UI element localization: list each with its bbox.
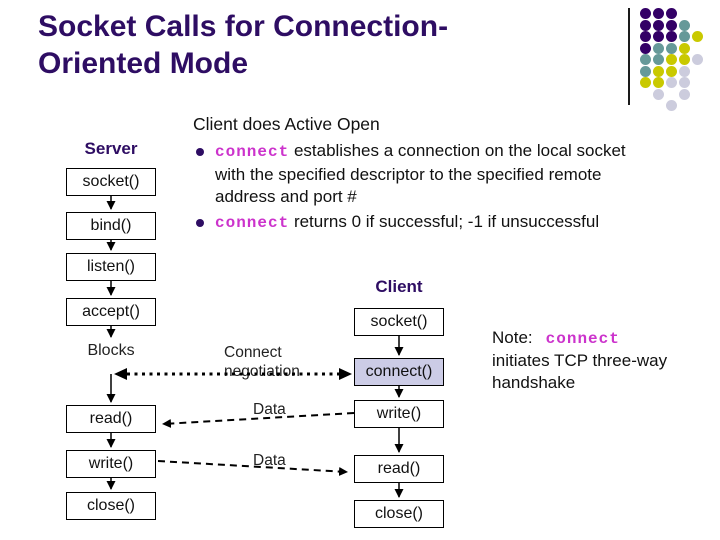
deco-dot: [679, 54, 690, 65]
deco-dot: [666, 8, 677, 19]
deco-dot: [666, 77, 677, 88]
deco-dot: [640, 42, 651, 54]
server-box-close: close(): [66, 492, 156, 520]
bullet-line: establishes a connection on the local so…: [289, 141, 626, 160]
deco-dot: [640, 19, 651, 31]
deco-dot: [666, 31, 677, 42]
server-box-write: write(): [66, 450, 156, 478]
deco-dot: [666, 19, 677, 31]
server-box-listen: listen(): [66, 253, 156, 281]
deco-dot: [679, 65, 690, 77]
deco-dot: [653, 54, 664, 65]
client-column-label: Client: [375, 277, 423, 296]
note-line: initiates TCP three-way: [492, 351, 668, 370]
client-box-connect: connect(): [354, 358, 444, 386]
deco-dot: [653, 8, 664, 19]
deco-dot: [679, 31, 690, 42]
bullet-icon: [196, 148, 204, 156]
deco-dot: [653, 88, 664, 100]
deco-dot: [640, 65, 651, 77]
bullet-text-1: connect establishes a connection on the …: [215, 140, 626, 209]
server-box-bind: bind(): [66, 212, 156, 240]
decoration-vertical-rule: [628, 8, 630, 105]
negotiation-line-1: Connect: [224, 344, 282, 361]
connect-negotiation-label: Connect negotiation: [224, 343, 300, 381]
deco-dot: [679, 42, 690, 54]
deco-dot: [653, 77, 664, 88]
client-box-read: read(): [354, 455, 444, 483]
deco-dot: [679, 88, 690, 100]
deco-dot: [692, 54, 703, 65]
deco-dot: [640, 54, 651, 65]
client-box-write: write(): [354, 400, 444, 428]
title-line-1: Socket Calls for Connection-: [38, 10, 449, 43]
deco-dot: [653, 31, 664, 42]
code-connect: connect: [215, 143, 290, 161]
bullet-line: address and port #: [215, 187, 357, 206]
negotiation-arrowhead-left: [114, 368, 127, 380]
bullet-line: with the specified descriptor to the spe…: [215, 164, 602, 184]
bullet-line: returns 0 if successful; -1 if unsuccess…: [289, 211, 600, 231]
negotiation-line-2: negotiation: [224, 363, 300, 380]
data-label-bottom: Data: [253, 452, 286, 469]
deco-dot: [640, 8, 651, 19]
code-connect: connect: [215, 213, 290, 232]
dots-decoration: [640, 8, 712, 112]
note-block: Note: connect initiates TCP three-way han…: [492, 327, 697, 394]
deco-dot: [679, 19, 690, 31]
note-prefix: Note:: [492, 328, 533, 347]
deco-dot: [653, 19, 664, 31]
deco-dot: [640, 31, 651, 42]
client-box-socket: socket(): [354, 308, 444, 336]
blocks-label: Blocks: [87, 342, 135, 359]
code-connect: connect: [545, 330, 620, 348]
bullet-text-2: connect returns 0 if successful; -1 if u…: [215, 211, 599, 235]
deco-dot: [666, 42, 677, 54]
bullet-icon: [196, 218, 204, 227]
deco-dot: [666, 54, 677, 65]
deco-dot: [640, 77, 651, 88]
title-line-2: Oriented Mode: [38, 47, 249, 80]
note-line: handshake: [492, 373, 576, 392]
deco-dot: [653, 42, 664, 54]
deco-dot: [666, 100, 677, 111]
deco-dot: [653, 65, 664, 77]
bullet-item-2: connect returns 0 if successful; -1 if u…: [193, 211, 708, 235]
client-box-close: close(): [354, 500, 444, 528]
deco-dot: [666, 65, 677, 77]
negotiation-arrowhead-right: [339, 368, 352, 380]
server-box-accept: accept(): [66, 298, 156, 326]
deco-dot: [679, 77, 690, 88]
data-label-top: Data: [253, 401, 286, 418]
server-box-read: read(): [66, 405, 156, 433]
content-heading: Client does Active Open: [193, 114, 380, 134]
slide-title: Socket Calls for Connection- Oriented Mo…: [38, 8, 448, 82]
server-column-label: Server: [84, 139, 138, 158]
bullet-block: Client does Active Open connect establis…: [193, 114, 708, 236]
server-box-socket: socket(): [66, 168, 156, 196]
bullet-item-1: connect establishes a connection on the …: [193, 140, 708, 209]
deco-dot: [692, 31, 703, 42]
